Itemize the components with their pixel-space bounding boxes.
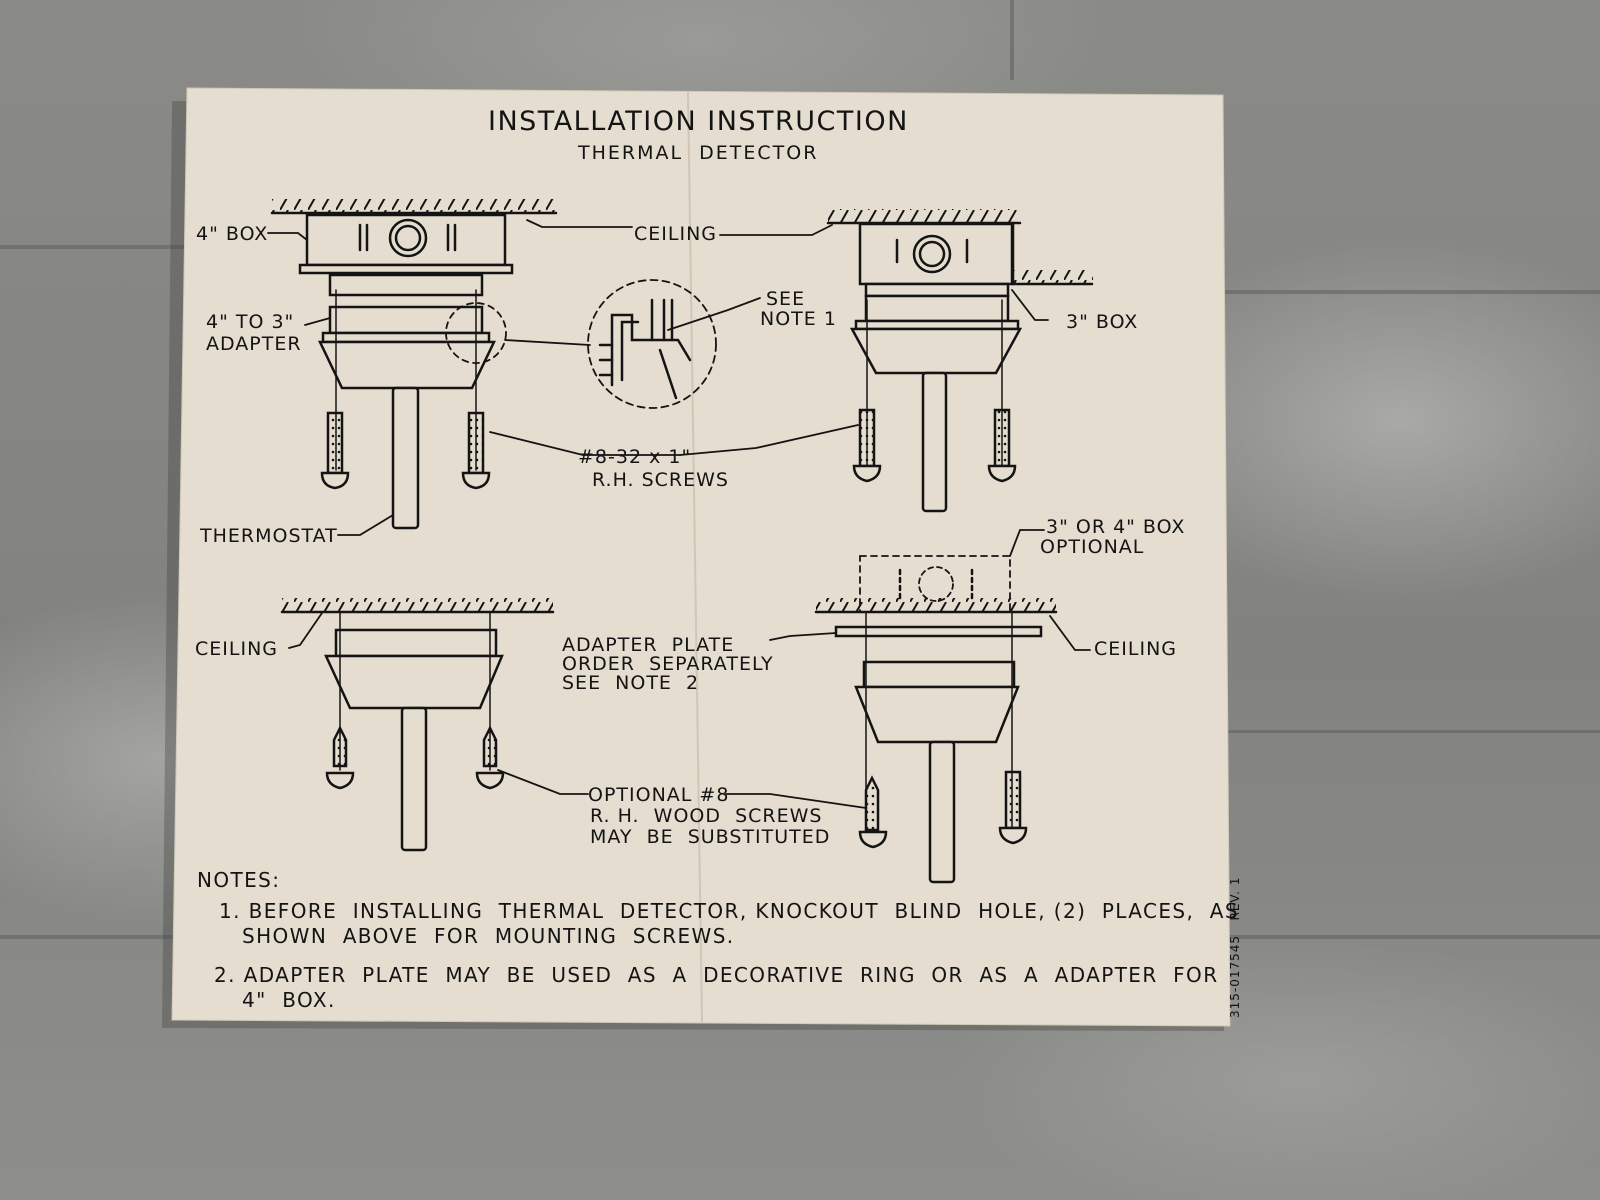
label-wood-screws-line2: R. H. WOOD SCREWS [590, 805, 823, 827]
label-see-note-1-line1: SEE [766, 288, 806, 310]
label-screws-line1: #8-32 x 1" [578, 446, 692, 468]
label-adapter-line2: ADAPTER [206, 333, 302, 355]
wall-seam [1010, 0, 1014, 80]
bottom-left-assembly [280, 598, 555, 852]
part-number: 315-017545 REV. 1 [1228, 876, 1242, 1018]
label-ceiling-left: CEILING [195, 638, 278, 660]
label-screws-line2: R.H. SCREWS [592, 469, 729, 491]
note-1-line2: SHOWN ABOVE FOR MOUNTING SCREWS. [242, 924, 735, 948]
label-see-note-1-line2: NOTE 1 [760, 308, 837, 330]
label-adapter-line1: 4" TO 3" [206, 311, 295, 333]
note-1-line1: 1. BEFORE INSTALLING THERMAL DETECTOR, K… [219, 899, 1239, 923]
detail-view-circle [587, 279, 717, 409]
page-title: INSTALLATION INSTRUCTION [488, 106, 909, 137]
note-2-line2: 4" BOX. [242, 988, 336, 1012]
label-4-inch-box: 4" BOX [196, 223, 269, 245]
page-subtitle: THERMAL DETECTOR [578, 142, 819, 164]
label-wood-screws-line1: OPTIONAL #8 [588, 784, 730, 806]
wall-seam [1225, 730, 1600, 733]
top-left-assembly [270, 199, 558, 530]
leader-lines [267, 219, 1091, 809]
label-thermostat: THERMOSTAT [200, 525, 338, 547]
label-ceiling-right: CEILING [1094, 638, 1177, 660]
label-ceiling-top: CEILING [634, 223, 717, 245]
label-optional-box-line2: OPTIONAL [1040, 536, 1145, 558]
label-adapter-plate-line2: ORDER SEPARATELY [562, 653, 774, 675]
wall-seam [0, 245, 185, 249]
notes-heading: NOTES: [197, 868, 281, 892]
label-wood-screws-line3: MAY BE SUBSTITUTED [590, 826, 831, 848]
top-right-assembly [826, 209, 1094, 513]
label-adapter-plate-line3: SEE NOTE 2 [562, 672, 700, 694]
wall-seam [1225, 290, 1600, 294]
label-adapter-plate-line1: ADAPTER PLATE [562, 634, 735, 656]
note-2-line1: 2. ADAPTER PLATE MAY BE USED AS A DECORA… [214, 963, 1219, 987]
label-3-inch-box: 3" BOX [1066, 311, 1139, 333]
label-optional-box-line1: 3" OR 4" BOX [1046, 516, 1186, 538]
bottom-right-assembly [814, 555, 1058, 884]
